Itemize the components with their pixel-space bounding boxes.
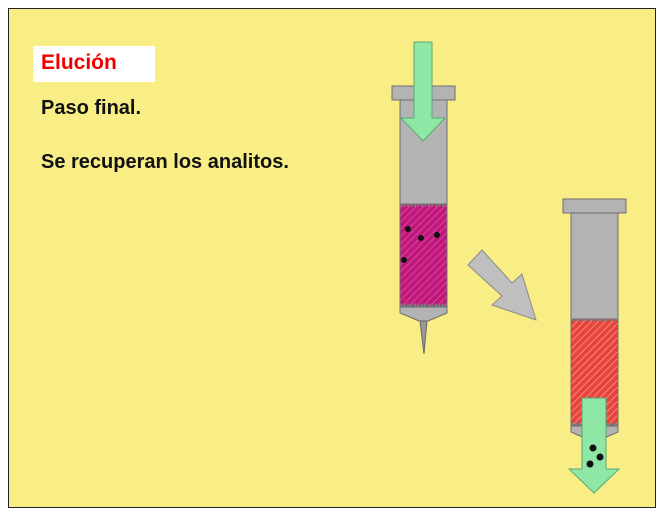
diagonal-arrow-icon [467,249,537,321]
step-text: Paso final. [41,97,142,119]
right-syringe-icon [562,198,627,441]
down-arrow-icon [399,41,447,142]
slide-background [8,8,656,508]
description-text: Se recuperan los analitos. [41,151,289,173]
title-box [33,46,155,82]
eluate-arrow-icon [567,397,621,494]
slide-title: Elución [41,51,117,74]
